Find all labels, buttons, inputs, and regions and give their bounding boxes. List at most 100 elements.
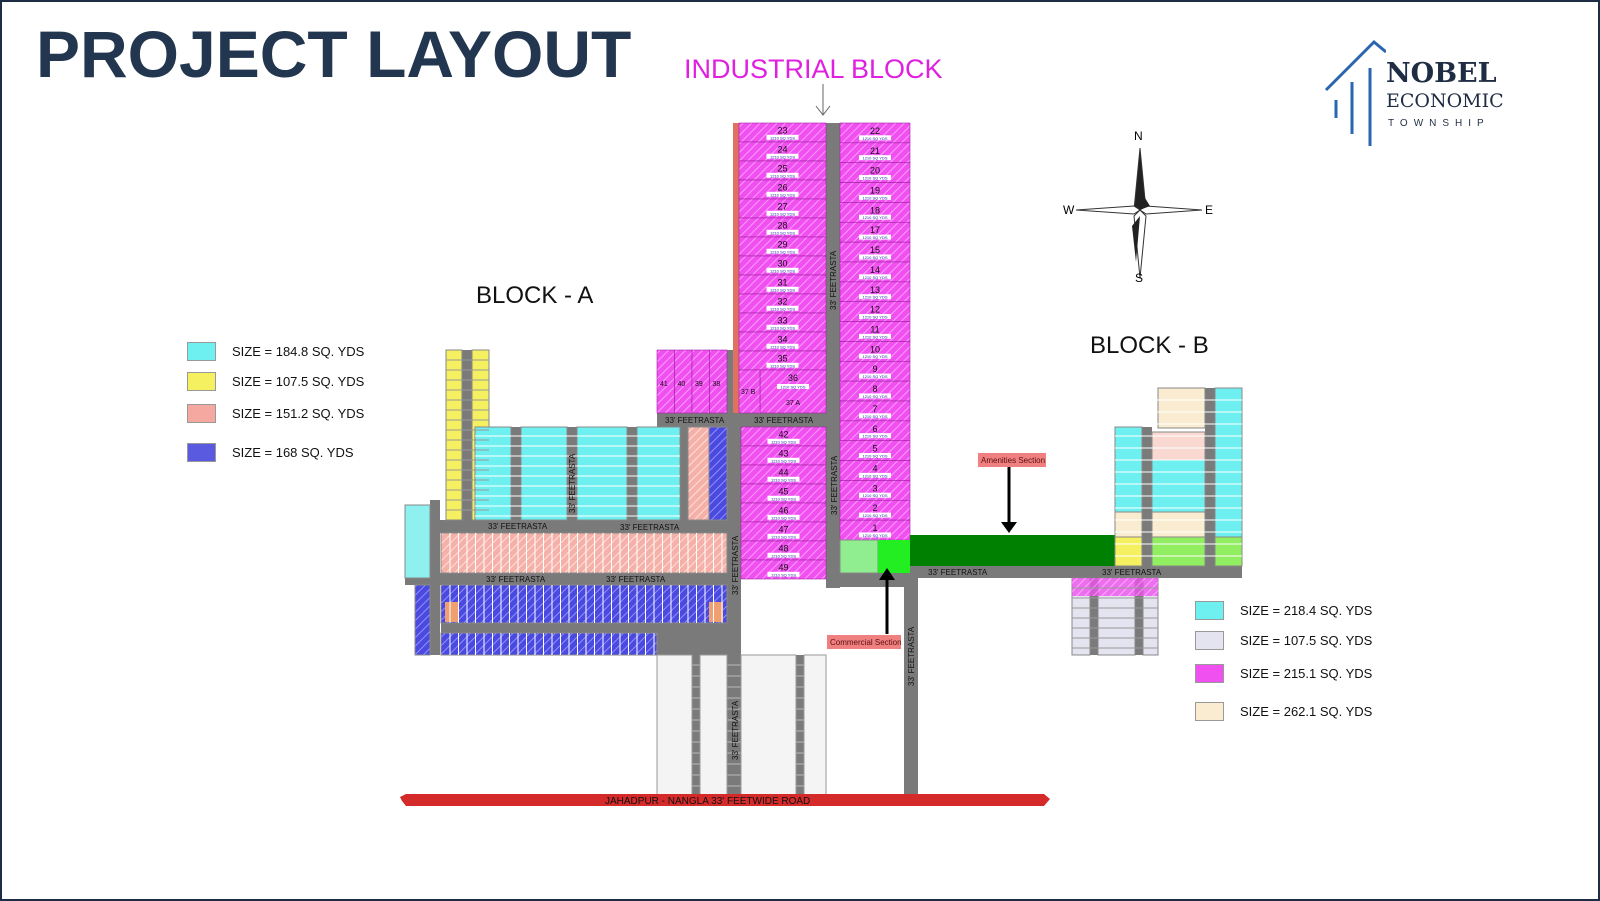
- legend-item: SIZE = 107.5 SQ. YDS: [187, 372, 364, 391]
- logo-name-2: ECONOMIC: [1386, 90, 1504, 112]
- plot-size: 1210 SQ YDS: [770, 211, 795, 216]
- plot-size: 1210 SQ YDS: [771, 439, 796, 444]
- plot-size: 1210 SQ YDS: [770, 306, 795, 311]
- legend-item: SIZE = 184.8 SQ. YDS: [187, 342, 364, 361]
- svg-text:33' FEETRASTA: 33' FEETRASTA: [928, 568, 988, 577]
- legend-label: SIZE = 262.1 SQ. YDS: [1240, 704, 1373, 719]
- amenities-label: Amenities Section: [981, 456, 1045, 465]
- legend-item: SIZE = 262.1 SQ. YDS: [1195, 702, 1372, 721]
- industrial-plot[interactable]: [709, 349, 728, 414]
- legend-swatch: [1195, 664, 1224, 683]
- plot-size: 1210 SQ YDS: [770, 230, 795, 235]
- svg-text:33' FEETRASTA: 33' FEETRASTA: [486, 575, 546, 584]
- plot-number: 6: [872, 424, 877, 434]
- plot-size: 1210 SQ YDS: [770, 287, 795, 292]
- compass-w: W: [1063, 203, 1075, 217]
- svg-text:33' FEETRASTA: 33' FEETRASTA: [830, 455, 839, 515]
- plot-number: 8: [872, 384, 877, 394]
- plot-size: 1210 SQ YDS: [862, 434, 887, 439]
- plot-size: 1210 SQ YDS: [862, 513, 887, 518]
- plot-size: 1210 SQ YDS: [862, 295, 887, 300]
- residential-white-plots: [656, 654, 693, 796]
- page-title: PROJECT LAYOUT: [36, 17, 632, 91]
- logo: NOBEL ECONOMIC TOWNSHIP: [1322, 38, 1542, 148]
- plot-number: 38: [713, 381, 721, 388]
- plot-size: 1210 SQ YDS: [862, 235, 887, 240]
- plot-size: 1210 SQ YDS: [770, 268, 795, 273]
- plot-number: 10: [870, 344, 880, 354]
- amenities-label-box: [978, 453, 1046, 467]
- plot-size: 1210 SQ YDS: [770, 325, 795, 330]
- svg-text:33' FEETRASTA: 33' FEETRASTA: [606, 575, 666, 584]
- plot-number: 39: [695, 381, 703, 388]
- block-b-label: BLOCK - B: [1090, 332, 1209, 359]
- legend-swatch: [187, 404, 216, 423]
- legend-swatch: [1195, 601, 1224, 620]
- plot-number: 23: [777, 125, 787, 135]
- legend-swatch: [187, 372, 216, 391]
- plot-number: 21: [870, 146, 880, 156]
- industrial-plot[interactable]: [740, 559, 827, 580]
- plot-size: 1210 SQ YDS: [770, 344, 795, 349]
- plot-number: 26: [777, 182, 787, 192]
- plot-size: 1210 SQ YDS: [771, 553, 796, 558]
- plot-number: 15: [870, 245, 880, 255]
- plot-number: 3: [872, 483, 877, 493]
- svg-text:33' FEETRASTA: 33' FEETRASTA: [731, 700, 740, 760]
- plot-number: 20: [870, 166, 880, 176]
- plot-number: 9: [872, 364, 877, 374]
- plot-size: 1210 SQ YDS: [862, 374, 887, 379]
- plot-number: 46: [778, 505, 788, 515]
- svg-text:33' FEETRASTA: 33' FEETRASTA: [829, 250, 838, 310]
- industrial-block-label: INDUSTRIAL BLOCK: [684, 54, 943, 84]
- main-road: [400, 794, 1050, 806]
- commercial-section-area: [878, 540, 910, 573]
- plot-size: 1210 SQ YDS: [862, 414, 887, 419]
- compass-rose-icon: N S W E: [1063, 129, 1213, 285]
- svg-text:33' FEETRASTA: 33' FEETRASTA: [620, 523, 680, 532]
- plot-size: 1210 SQ YDS: [770, 135, 795, 140]
- compass-s: S: [1135, 271, 1143, 285]
- svg-text:33' FEETRASTA: 33' FEETRASTA: [754, 416, 814, 425]
- legend-swatch: [1195, 702, 1224, 721]
- plot-size: 1210 SQ YDS: [862, 394, 887, 399]
- commercial-label-box: [827, 635, 901, 649]
- plot-number: 11: [870, 324, 879, 334]
- legend-item: SIZE = 218.4 SQ. YDS: [1195, 601, 1372, 620]
- main-road-label: JAHADPUR - NANGLA 33' FEETWIDE ROAD: [605, 796, 810, 807]
- plot-size: 1210 SQ YDS: [862, 473, 887, 478]
- plot-size: 1210 SQ YDS: [770, 249, 795, 254]
- svg-text:33' FEETRASTA: 33' FEETRASTA: [665, 416, 725, 425]
- plot-size: 1210 SQ YDS: [862, 176, 887, 181]
- legend-label: SIZE = 168 SQ. YDS: [232, 445, 354, 460]
- plot-number: 29: [777, 239, 787, 249]
- legend-item: SIZE = 168 SQ. YDS: [187, 443, 354, 462]
- svg-text:33' FEETRASTA: 33' FEETRASTA: [907, 626, 916, 686]
- plot-size: 1210 SQ YDS: [770, 363, 795, 368]
- plot-size: 1210 SQ YDS: [771, 496, 796, 501]
- plot-number: 41: [660, 381, 668, 388]
- plot-number: 37 A: [786, 400, 800, 407]
- legend-label: SIZE = 184.8 SQ. YDS: [232, 344, 365, 359]
- plot-size: 1210 SQ YDS: [862, 215, 887, 220]
- plot-number: 42: [778, 429, 788, 439]
- plot-size: 1210 SQ YDS: [862, 334, 887, 339]
- roads: [405, 123, 1242, 795]
- block-a-label: BLOCK - A: [476, 282, 594, 309]
- plot-size: 1210 SQ YDS: [862, 255, 887, 260]
- plot-number: 33: [777, 315, 787, 325]
- plot-size: 1210 SQ YDS: [771, 572, 796, 577]
- legend-label: SIZE = 218.4 SQ. YDS: [1240, 603, 1373, 618]
- industrial-plot[interactable]: [759, 369, 827, 414]
- plot-size: 1210 SQ YDS: [862, 354, 887, 359]
- plot-number: 37 B: [741, 389, 756, 396]
- plot-number: 47: [778, 524, 788, 534]
- plot-number: 24: [777, 144, 787, 154]
- svg-text:33' FEETRASTA: 33' FEETRASTA: [1102, 568, 1162, 577]
- svg-text:33' FEETRASTA: 33' FEETRASTA: [731, 535, 740, 595]
- plot-number: 45: [778, 486, 788, 496]
